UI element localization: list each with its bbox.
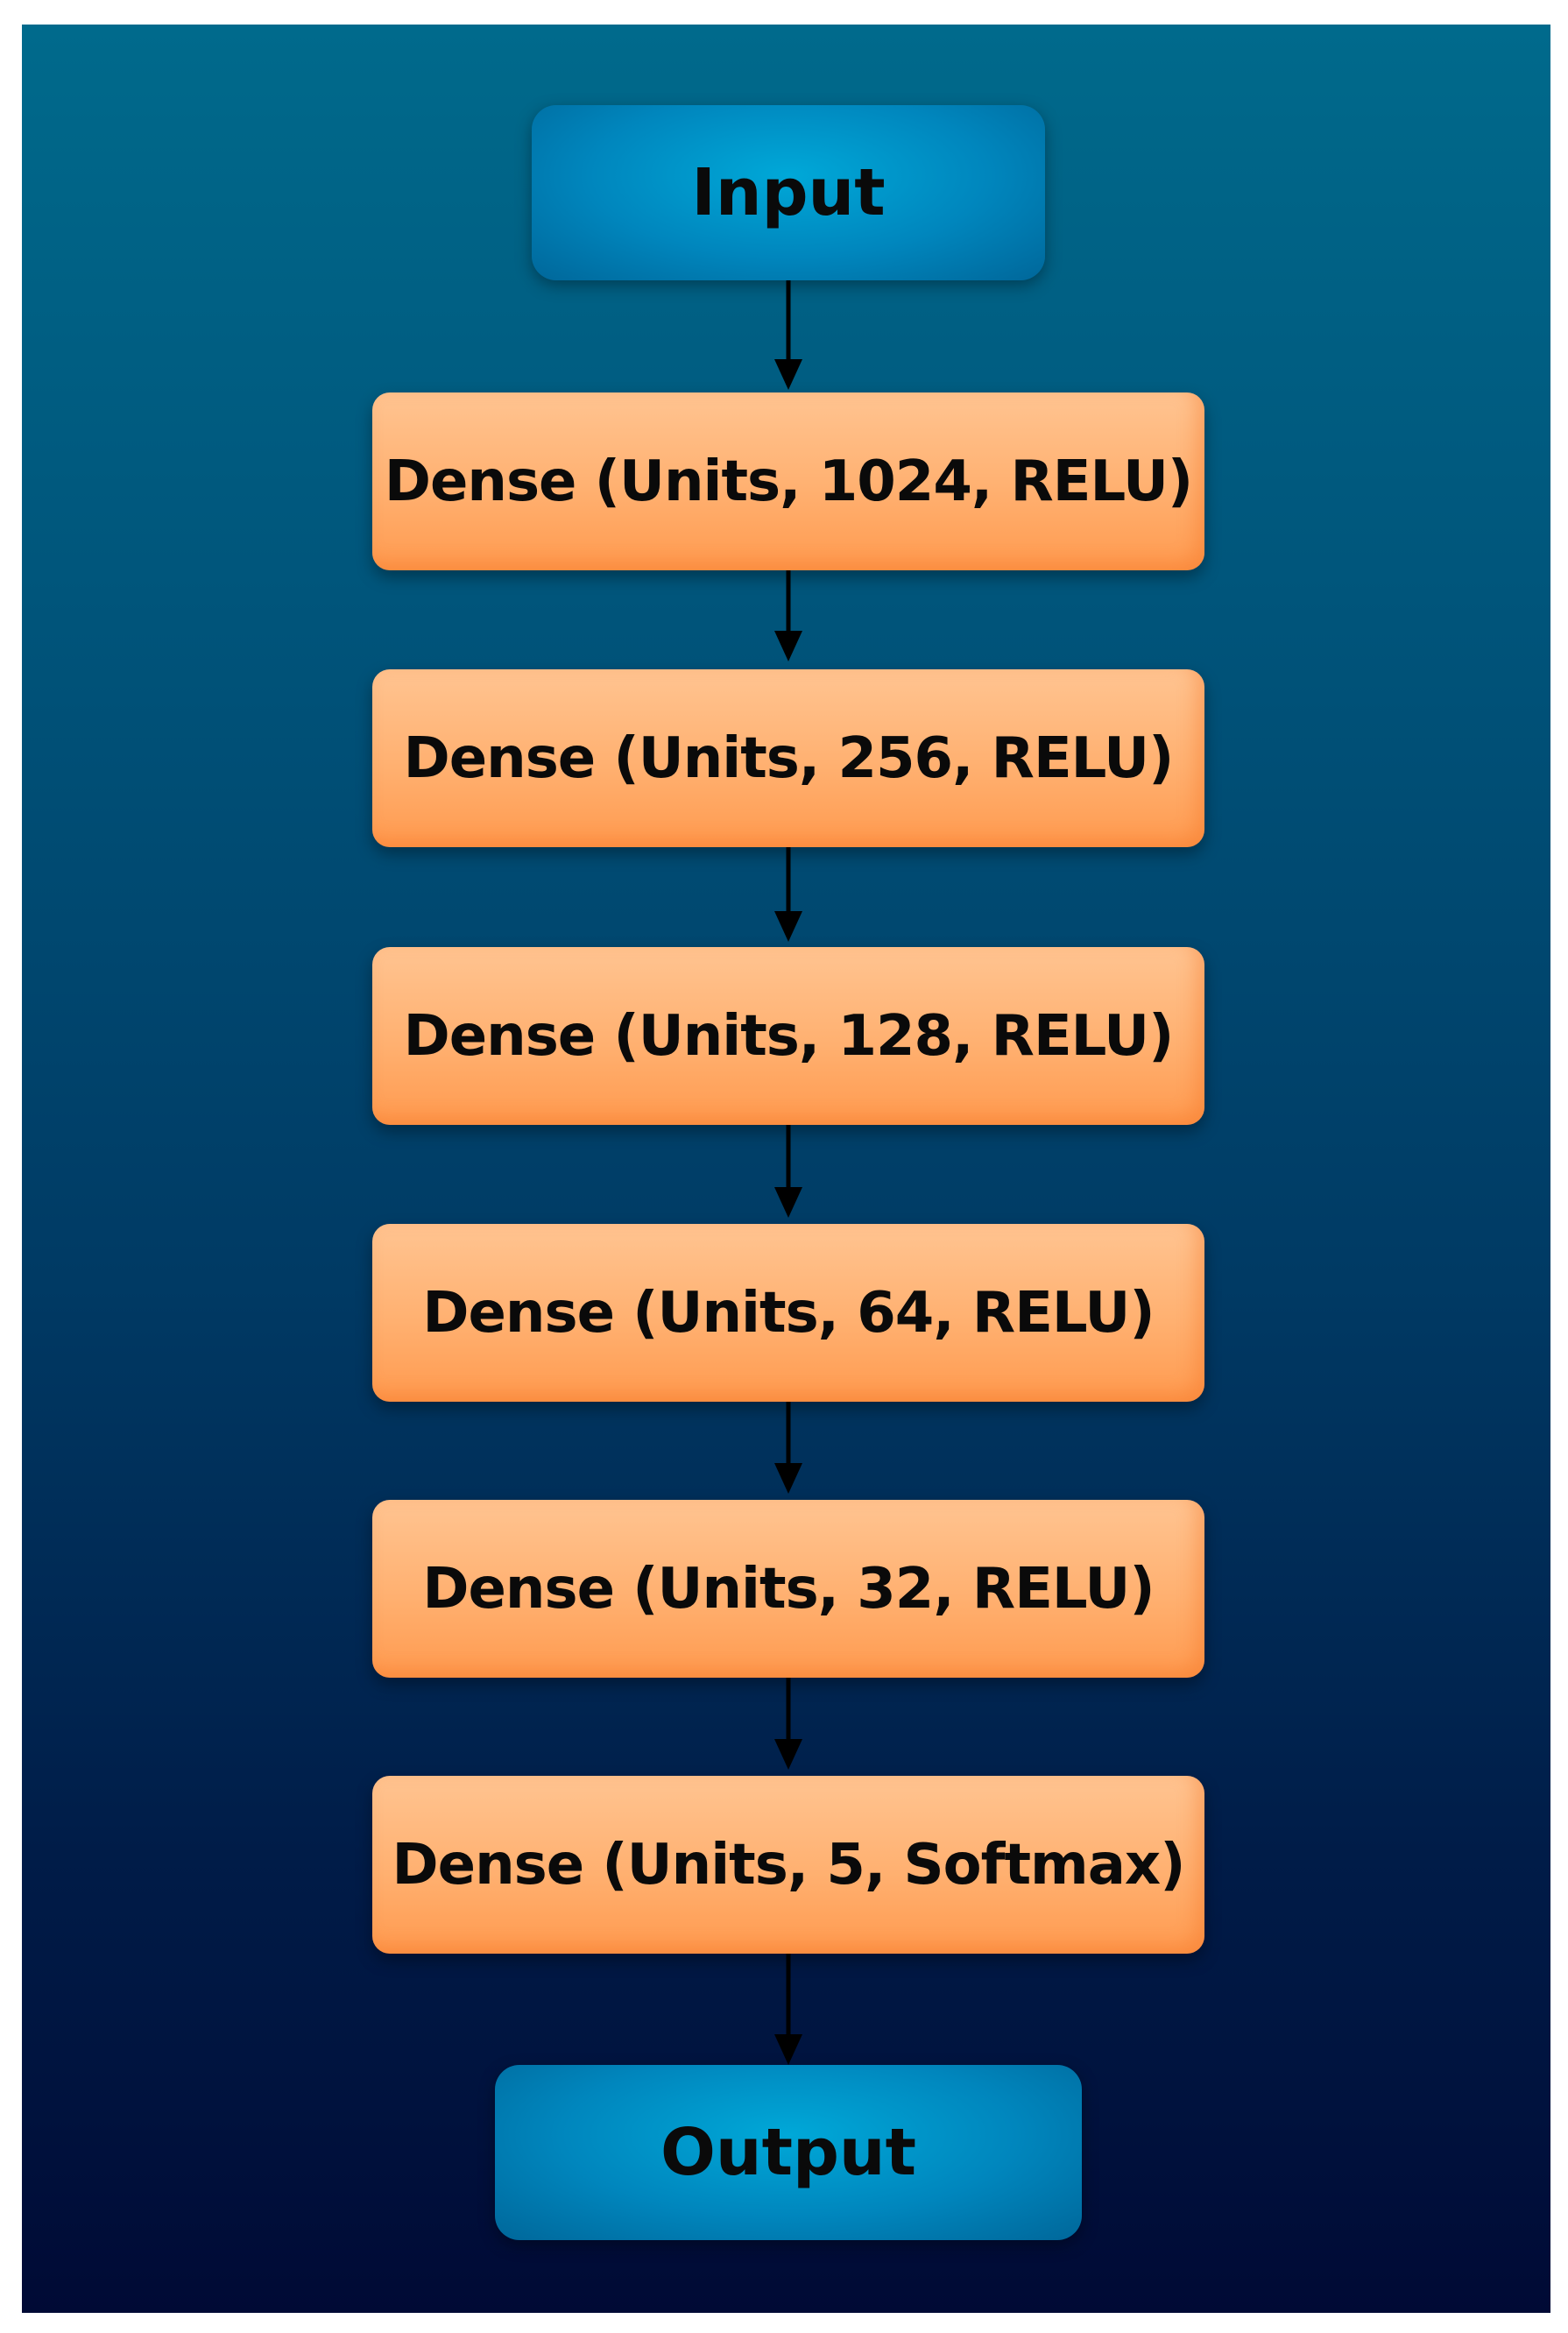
input-node: Input — [532, 105, 1045, 280]
dense-layer-1: Dense (Units, 1024, RELU) — [372, 392, 1204, 570]
dense-layer-4: Dense (Units, 64, RELU) — [372, 1224, 1204, 1402]
dense-layer-2-label: Dense (Units, 256, RELU) — [403, 725, 1175, 791]
dense-layer-5: Dense (Units, 32, RELU) — [372, 1500, 1204, 1678]
dense-layer-5-label: Dense (Units, 32, RELU) — [422, 1556, 1155, 1622]
output-label: Output — [660, 2115, 916, 2190]
dense-layer-4-label: Dense (Units, 64, RELU) — [422, 1280, 1155, 1346]
dense-layer-3: Dense (Units, 128, RELU) — [372, 947, 1204, 1125]
dense-layer-2: Dense (Units, 256, RELU) — [372, 669, 1204, 847]
diagram-background — [22, 25, 1550, 2313]
output-node: Output — [495, 2065, 1082, 2240]
dense-layer-6: Dense (Units, 5, Softmax) — [372, 1776, 1204, 1954]
dense-layer-6-label: Dense (Units, 5, Softmax) — [392, 1832, 1186, 1898]
dense-layer-1-label: Dense (Units, 1024, RELU) — [384, 449, 1193, 514]
input-label: Input — [691, 155, 886, 230]
dense-layer-3-label: Dense (Units, 128, RELU) — [403, 1003, 1175, 1069]
